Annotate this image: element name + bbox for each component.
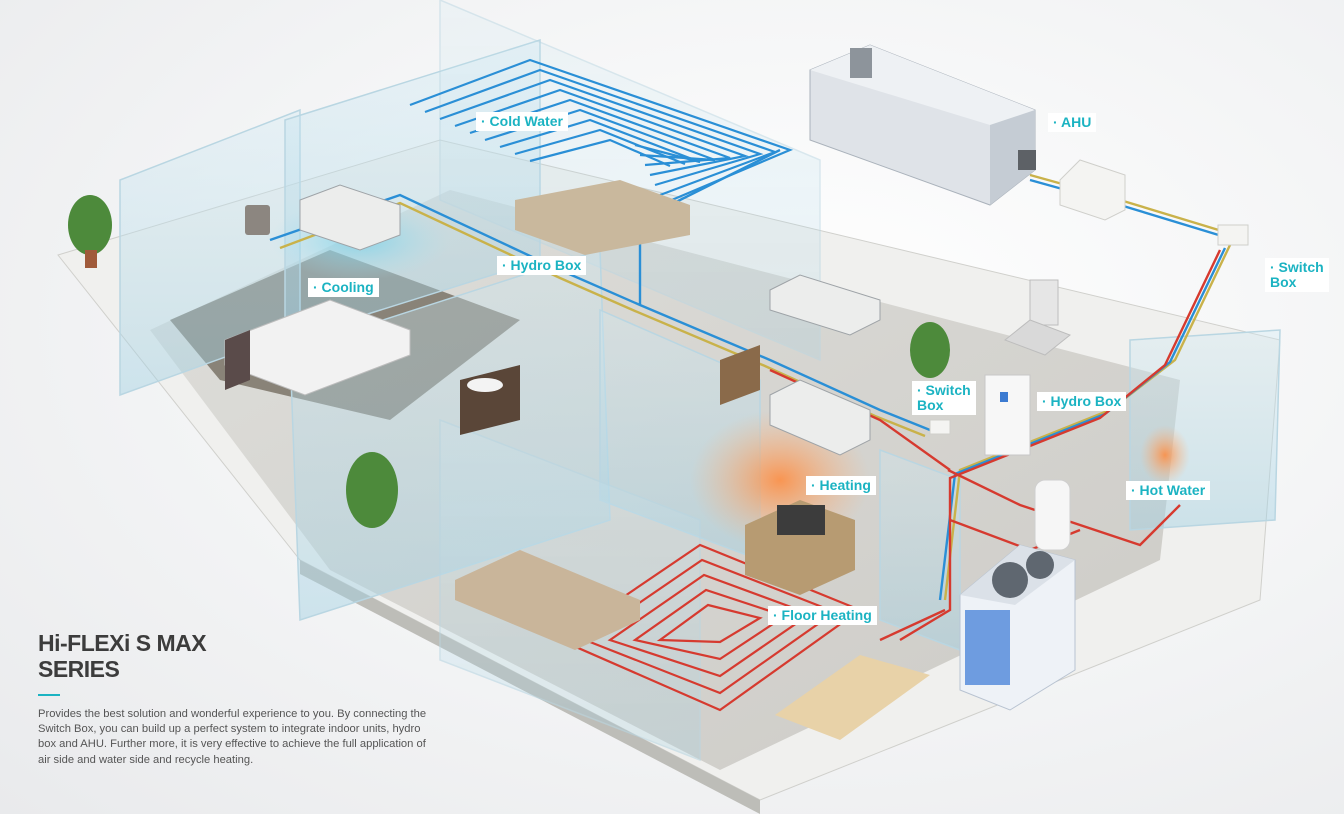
furniture bbox=[224, 180, 855, 650]
title-accent-divider bbox=[38, 694, 60, 696]
outdoor-unit bbox=[959, 544, 1076, 711]
hot-water-glow bbox=[1140, 425, 1190, 485]
switch-box-mid-unit bbox=[929, 419, 951, 435]
label-switch-box-mid: · Switch Box bbox=[912, 381, 976, 415]
label-hydro-box-left: · Hydro Box bbox=[497, 256, 587, 275]
series-info: Hi-FLEXi S MAX SERIES Provides the best … bbox=[38, 630, 438, 768]
cold-water-pipe-grid bbox=[409, 58, 794, 207]
series-title: Hi-FLEXi S MAX SERIES bbox=[38, 630, 438, 682]
ahu-box bbox=[1059, 159, 1126, 221]
series-title-line2: SERIES bbox=[38, 656, 120, 682]
label-cold-water: · Cold Water bbox=[476, 112, 568, 131]
label-cooling: · Cooling bbox=[308, 278, 379, 297]
ahu-unit bbox=[809, 44, 1036, 206]
label-hot-water: · Hot Water bbox=[1126, 481, 1211, 500]
label-ahu: · AHU bbox=[1048, 113, 1097, 132]
ducted-indoor-units bbox=[299, 184, 881, 456]
label-floor-heating: · Floor Heating bbox=[768, 606, 877, 625]
water-heater-tank bbox=[1034, 479, 1071, 551]
label-hydro-box-right: · Hydro Box bbox=[1037, 392, 1127, 411]
kitchen-hood bbox=[1004, 279, 1071, 356]
hydro-box-right-unit bbox=[984, 374, 1031, 456]
label-switch-box-top: · Switch Box bbox=[1265, 258, 1329, 292]
wood-floor bbox=[775, 655, 930, 740]
plants bbox=[68, 195, 950, 528]
series-description: Provides the best solution and wonderful… bbox=[38, 708, 427, 766]
label-heating: · Heating bbox=[806, 476, 876, 495]
series-title-line1: Hi-FLEXi S MAX bbox=[38, 630, 207, 656]
switch-box-top-unit bbox=[1217, 224, 1249, 246]
